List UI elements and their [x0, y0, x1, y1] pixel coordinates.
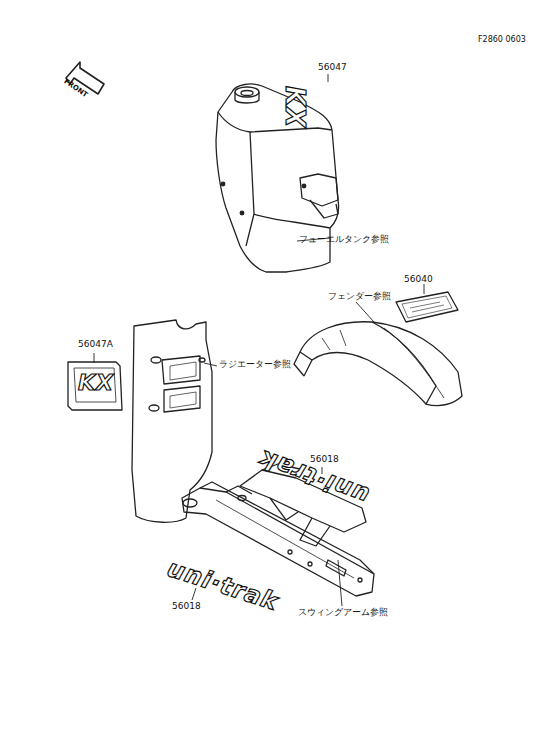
reference-note: ラジエーター参照 [219, 360, 291, 369]
rear-fender [294, 322, 462, 406]
callout-number: 56018 [310, 455, 339, 464]
callout-number: 56040 [404, 275, 433, 284]
reference-note: フェンダー参照 [328, 292, 391, 301]
decal-text: KX [78, 372, 114, 394]
radiator-decal [68, 362, 122, 410]
drawing-code: F2860 0603 [478, 36, 526, 44]
reference-note: スウィングアーム参照 [298, 608, 388, 617]
reference-note: フューエルタンク参照 [299, 235, 389, 244]
leader-lines [94, 74, 424, 606]
tank-decal [304, 80, 352, 124]
callout-number: 56047 [318, 63, 347, 72]
callout-number: 56047A [78, 340, 113, 349]
radiator-shroud [132, 320, 212, 522]
caution-label [396, 292, 458, 322]
decal-text: KX [282, 86, 308, 128]
callout-number: 56018 [172, 602, 201, 611]
arrow-text: FRONT [62, 77, 89, 99]
